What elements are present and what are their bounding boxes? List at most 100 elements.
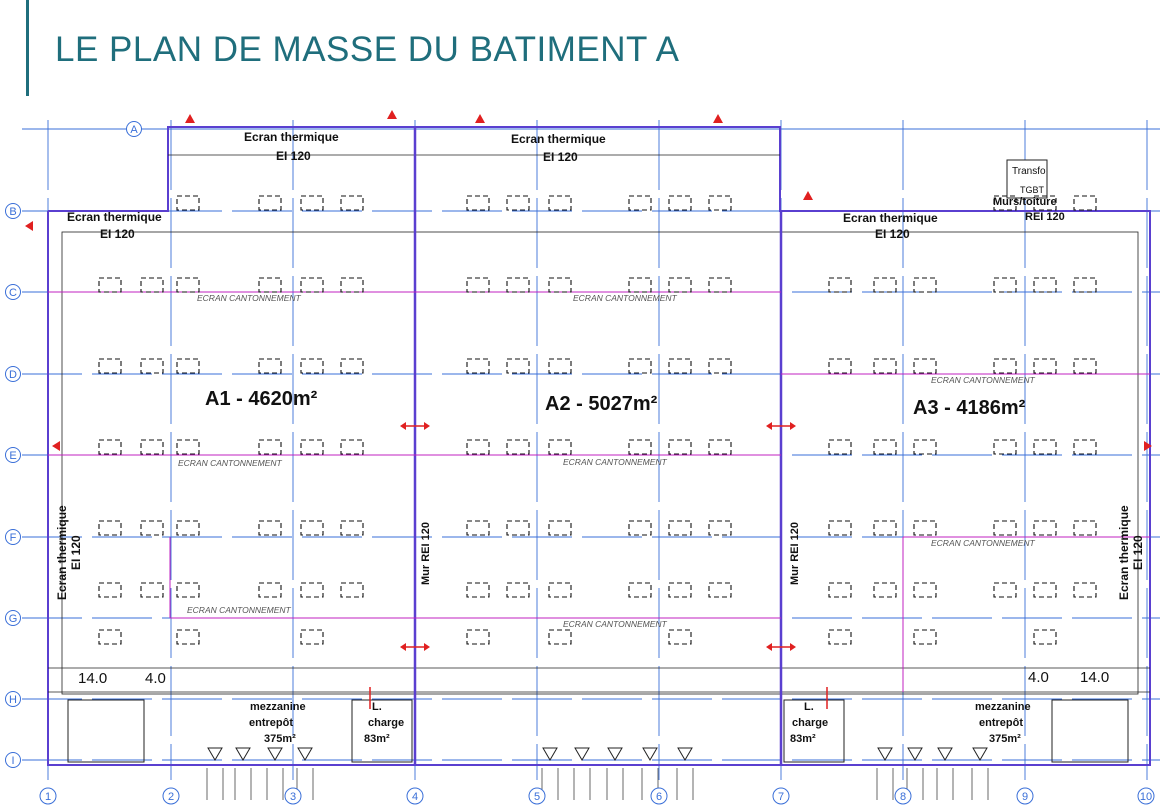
- skylight: [548, 358, 572, 374]
- grid-bubble-row-A: A: [126, 121, 142, 137]
- skylight: [873, 358, 897, 374]
- skylight: [873, 439, 897, 455]
- ecran-cantonnement-label: ECRAN CANTONNEMENT: [563, 457, 668, 467]
- grid-bubble-circle: [5, 284, 21, 300]
- grid-bubble-label: 7: [778, 791, 784, 803]
- skylight: [340, 277, 364, 293]
- skylight: [506, 582, 530, 598]
- grid-bubble-circle: [284, 787, 302, 805]
- mezzanine-label: mezzanine: [975, 701, 1031, 713]
- skylight: [98, 358, 122, 374]
- skylight: [548, 629, 572, 645]
- skylight: [548, 439, 572, 455]
- skylight: [340, 520, 364, 536]
- title-accent-bar: [26, 0, 29, 96]
- rei120-label: REI 120: [1025, 211, 1065, 223]
- building-walls: [47, 126, 1151, 766]
- skylight: [258, 439, 282, 455]
- ecran-cantonnement-label: ECRAN CANTONNEMENT: [187, 605, 292, 615]
- ecran-thermique-label: Ecran thermique: [511, 132, 606, 146]
- lcharge-area-label: 83m²: [790, 733, 816, 745]
- skylight: [913, 277, 937, 293]
- door-arrowhead: [400, 422, 406, 430]
- grid-lines: [22, 120, 1160, 780]
- mezzanine-label: entrepôt: [249, 717, 293, 729]
- skylight: [98, 582, 122, 598]
- skylight: [340, 195, 364, 211]
- skylight: [548, 195, 572, 211]
- grid-bubble-circle: [894, 787, 912, 805]
- skylight: [828, 277, 852, 293]
- grid-bubble-label: 2: [168, 791, 174, 803]
- skylight: [913, 520, 937, 536]
- skylight: [506, 277, 530, 293]
- skylight: [176, 277, 200, 293]
- door-arrowhead: [400, 643, 406, 651]
- grid-bubble-circle: [5, 203, 21, 219]
- skylight: [300, 195, 324, 211]
- skylight: [466, 277, 490, 293]
- skylight: [873, 520, 897, 536]
- grid-bubble-col-2: 2: [162, 787, 180, 805]
- skylight: [140, 520, 164, 536]
- door-arrowhead: [790, 643, 796, 651]
- mezzanine-label: mezzanine: [250, 701, 306, 713]
- grid-bubble-circle: [650, 787, 668, 805]
- ei120-label: EI 120: [276, 149, 311, 163]
- grid-bubble-label: F: [10, 532, 17, 544]
- exit-marker: [387, 110, 397, 119]
- murs-toiture-label: Murs/toiture: [993, 196, 1057, 208]
- skylight: [548, 582, 572, 598]
- skylight: [913, 358, 937, 374]
- lcharge-area-label: 83m²: [364, 733, 390, 745]
- skylight: [258, 582, 282, 598]
- skylight: [668, 358, 692, 374]
- grid-bubble-row-I: I: [5, 752, 21, 768]
- skylight: [1073, 277, 1097, 293]
- skylight: [466, 195, 490, 211]
- mezzanine-label: entrepôt: [979, 717, 1023, 729]
- mezzanine-stair-east: [1051, 699, 1129, 763]
- skylight: [548, 520, 572, 536]
- dock-leveler: [574, 747, 590, 761]
- skylight: [140, 277, 164, 293]
- grid-bubble-circle: [5, 610, 21, 626]
- skylight: [708, 195, 732, 211]
- skylight: [1033, 195, 1057, 211]
- grid-bubble-row-F: F: [5, 529, 21, 545]
- building-outline: [47, 126, 1151, 766]
- dock-leveler: [267, 747, 283, 761]
- grid-bubble-label: 9: [1022, 791, 1028, 803]
- skylight: [993, 582, 1017, 598]
- dock-leveler: [677, 747, 693, 761]
- mezzanine-area-label: 375m²: [264, 733, 296, 745]
- skylight: [1073, 439, 1097, 455]
- skylight: [993, 277, 1017, 293]
- grid-bubble-col-9: 9: [1016, 787, 1034, 805]
- ecran-thermique-label: Ecran thermique: [67, 210, 162, 224]
- skylight: [828, 439, 852, 455]
- grid-bubble-label: 5: [534, 791, 540, 803]
- cell-a1-label: A1 - 4620m²: [205, 388, 318, 410]
- skylight: [176, 520, 200, 536]
- skylight: [1073, 582, 1097, 598]
- grid-bubble-col-10: 10: [1137, 787, 1155, 805]
- skylight: [140, 358, 164, 374]
- grid-bubble-label: E: [9, 450, 16, 462]
- lcharge-label: L.: [372, 701, 382, 713]
- skylight: [708, 520, 732, 536]
- dock-leveler: [972, 747, 988, 761]
- grid-bubble-circle: [5, 447, 21, 463]
- grid-bubble-col-1: 1: [39, 787, 57, 805]
- skylight: [628, 277, 652, 293]
- skylight: [668, 582, 692, 598]
- skylight: [140, 582, 164, 598]
- skylight: [1073, 195, 1097, 211]
- exit-marker: [185, 114, 195, 123]
- cell-a3-label: A3 - 4186m²: [913, 397, 1026, 419]
- fire-arrows: [25, 110, 1152, 709]
- ei120-label: EI 120: [69, 535, 83, 570]
- ei120-label: EI 120: [100, 227, 135, 241]
- ecran-cantonnement-label: ECRAN CANTONNEMENT: [931, 375, 1036, 385]
